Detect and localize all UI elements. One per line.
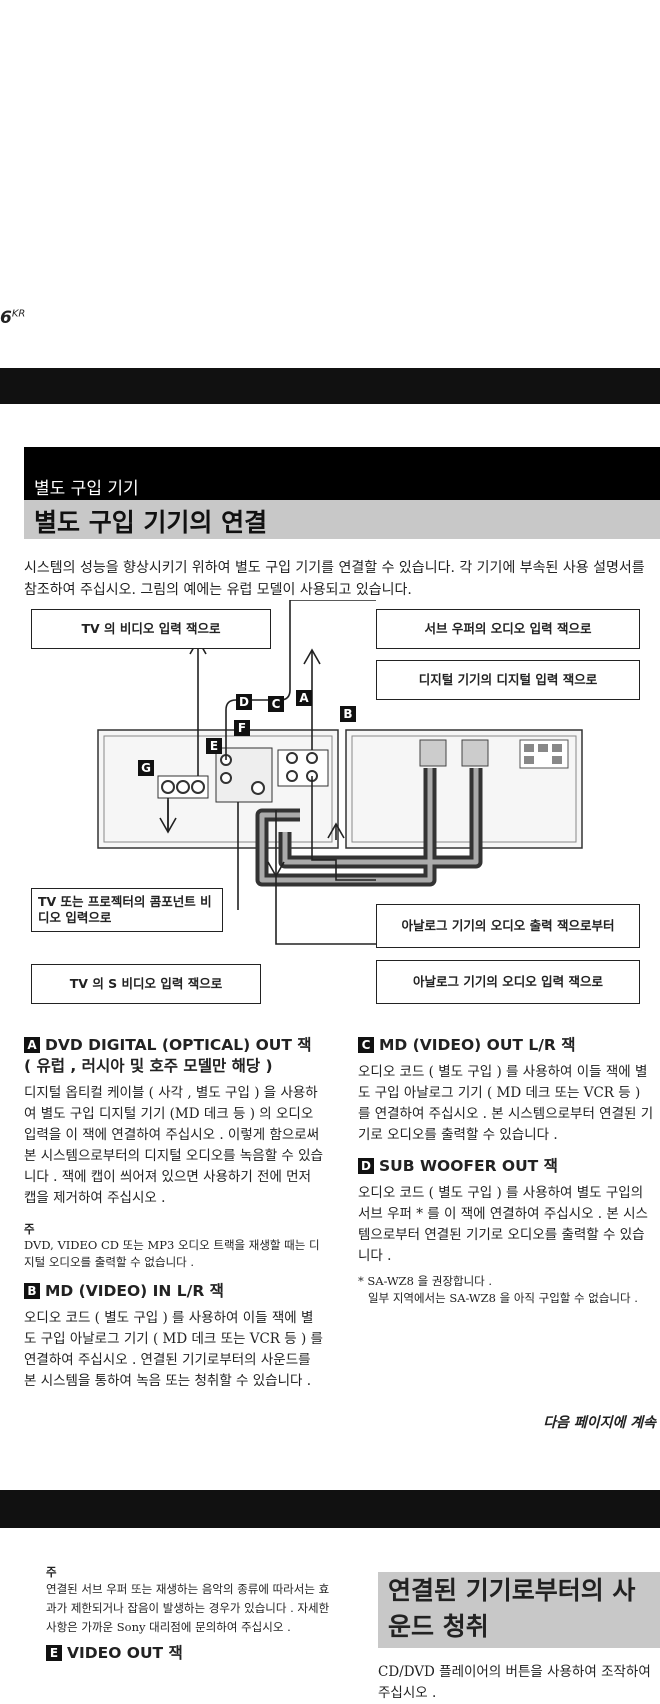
section-a-body: 디지털 옵티컬 케이블 ( 사각 , 별도 구입 ) 을 사용하여 별도 구입 … [24, 1085, 323, 1206]
right-section-title: 연결된 기기로부터의 사운드 청취 [388, 1576, 636, 1641]
right-title-band [378, 1572, 660, 1648]
section-header [24, 447, 660, 500]
badge-f: F [238, 721, 246, 735]
bottom-bar [0, 1490, 660, 1528]
section-a-note: DVD, VIDEO CD 또는 MP3 오디오 트랙을 재생할 때는 디지털 … [24, 1238, 320, 1269]
callout-tv-s-video: TV 의 S 비디오 입력 잭으로 [31, 964, 261, 1004]
page-number: 6KR [0, 308, 26, 328]
section-d-footnote-2: 일부 지역에서는 SA-WZ8 을 아직 구입할 수 없습니다 . [368, 1291, 638, 1305]
badge-g: G [141, 761, 151, 775]
callout-tv-video-in: TV 의 비디오 입력 잭으로 [31, 609, 271, 649]
bottom-note-label: 주 [46, 1565, 57, 1579]
section-a-note-label: 주 [24, 1222, 35, 1236]
title-band [24, 500, 660, 539]
badge-d: D [239, 695, 249, 709]
callout-component-in: TV 또는 프로젝터의 콤포넌트 비디오 입력으로 [31, 888, 223, 932]
section-d-footnote: * SA-WZ8 을 권장합니다 . [358, 1274, 493, 1288]
top-bar [0, 368, 660, 404]
continued-text: 다음 페이지에 계속 [543, 1415, 656, 1431]
bottom-note: 연결된 서브 우퍼 또는 재생하는 음악의 종류에 따라서는 효과가 제한되거나… [46, 1582, 330, 1634]
section-c-body: 오디오 코드 ( 별도 구입 ) 를 사용하여 이들 잭에 별도 구입 아날로그… [358, 1064, 654, 1143]
section-title: 별도 구입 기기의 연결 [34, 508, 268, 537]
bottom-left: 주 연결된 서브 우퍼 또는 재생하는 음악의 종류에 따라서는 효과가 제한되… [46, 1564, 336, 1664]
badge-b: B [343, 707, 352, 721]
right-section-body: CD/DVD 플레이어의 버튼을 사용하여 조작하여 주십시오 . [378, 1664, 651, 1701]
intro-text: 시스템의 성능을 향상시키기 위하여 별도 구입 기기를 연결할 수 있습니다.… [24, 560, 645, 598]
section-d-body: 오디오 코드 ( 별도 구입 ) 를 사용하여 별도 구입의 서브 우퍼 * 를… [358, 1185, 648, 1264]
badge-e: E [210, 739, 218, 753]
badge-a: A [299, 691, 309, 705]
badge-c: C [272, 697, 281, 711]
connection-diagram: A B C D E F G [97, 600, 583, 945]
section-b-body: 오디오 코드 ( 별도 구입 ) 를 사용하여 이들 잭에 별도 구입 아날로그… [24, 1310, 323, 1389]
callout-sub-woofer-in: 서브 우퍼의 오디오 입력 잭으로 [376, 609, 640, 649]
callout-digital-in: 디지털 기기의 디지털 입력 잭으로 [376, 660, 640, 700]
section-label: 별도 구입 기기 [34, 479, 139, 499]
callout-analog-in: 아날로그 기기의 오디오 입력 잭으로 [376, 960, 640, 1004]
callout-analog-out: 아날로그 기기의 오디오 출력 잭으로부터 [376, 904, 640, 948]
